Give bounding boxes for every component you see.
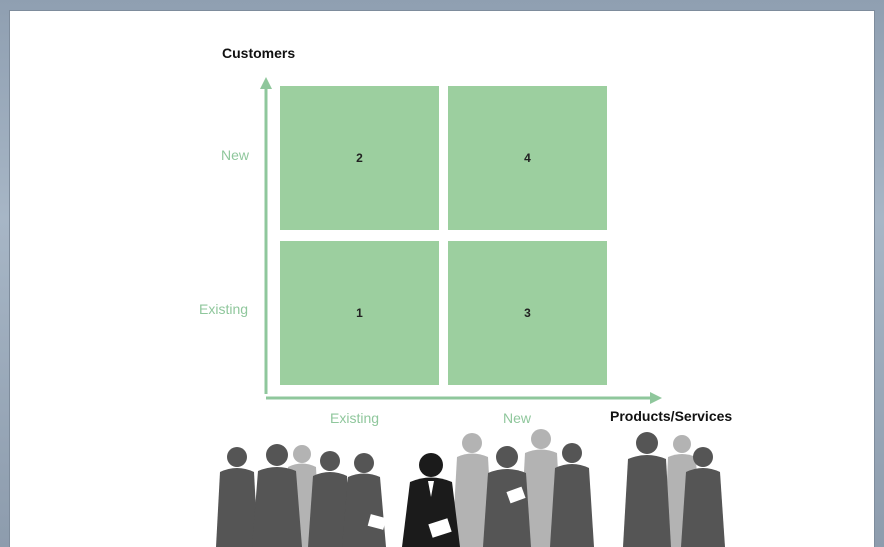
quadrant-new-customers-new-products: 4 — [448, 86, 607, 230]
x-axis-arrowhead — [650, 392, 662, 404]
x-label-existing: Existing — [330, 410, 380, 426]
y-label-new: New — [221, 147, 250, 163]
quadrant-number: 3 — [524, 306, 531, 320]
y-axis-arrowhead — [260, 77, 272, 89]
x-axis-title: Products/Services — [610, 408, 733, 424]
quadrant-number: 1 — [356, 306, 363, 320]
quadrant-existing-customers-new-products: 3 — [448, 241, 607, 385]
slide-canvas: Customers Products/Services New Existing… — [10, 11, 874, 547]
y-label-existing: Existing — [199, 301, 249, 317]
quadrant-existing-customers-existing-products: 1 — [280, 241, 439, 385]
foreground-person-silhouette — [402, 453, 460, 547]
x-label-new: New — [503, 410, 532, 426]
mid-people-silhouettes — [216, 432, 725, 547]
quadrant-new-customers-existing-products: 2 — [280, 86, 439, 230]
y-axis-title: Customers — [222, 45, 296, 61]
quadrant-number: 4 — [524, 151, 531, 165]
business-people-silhouettes-icon — [216, 429, 725, 547]
silhouette-highlights — [367, 481, 526, 538]
axes — [260, 77, 662, 404]
quadrant-number: 2 — [356, 151, 363, 165]
